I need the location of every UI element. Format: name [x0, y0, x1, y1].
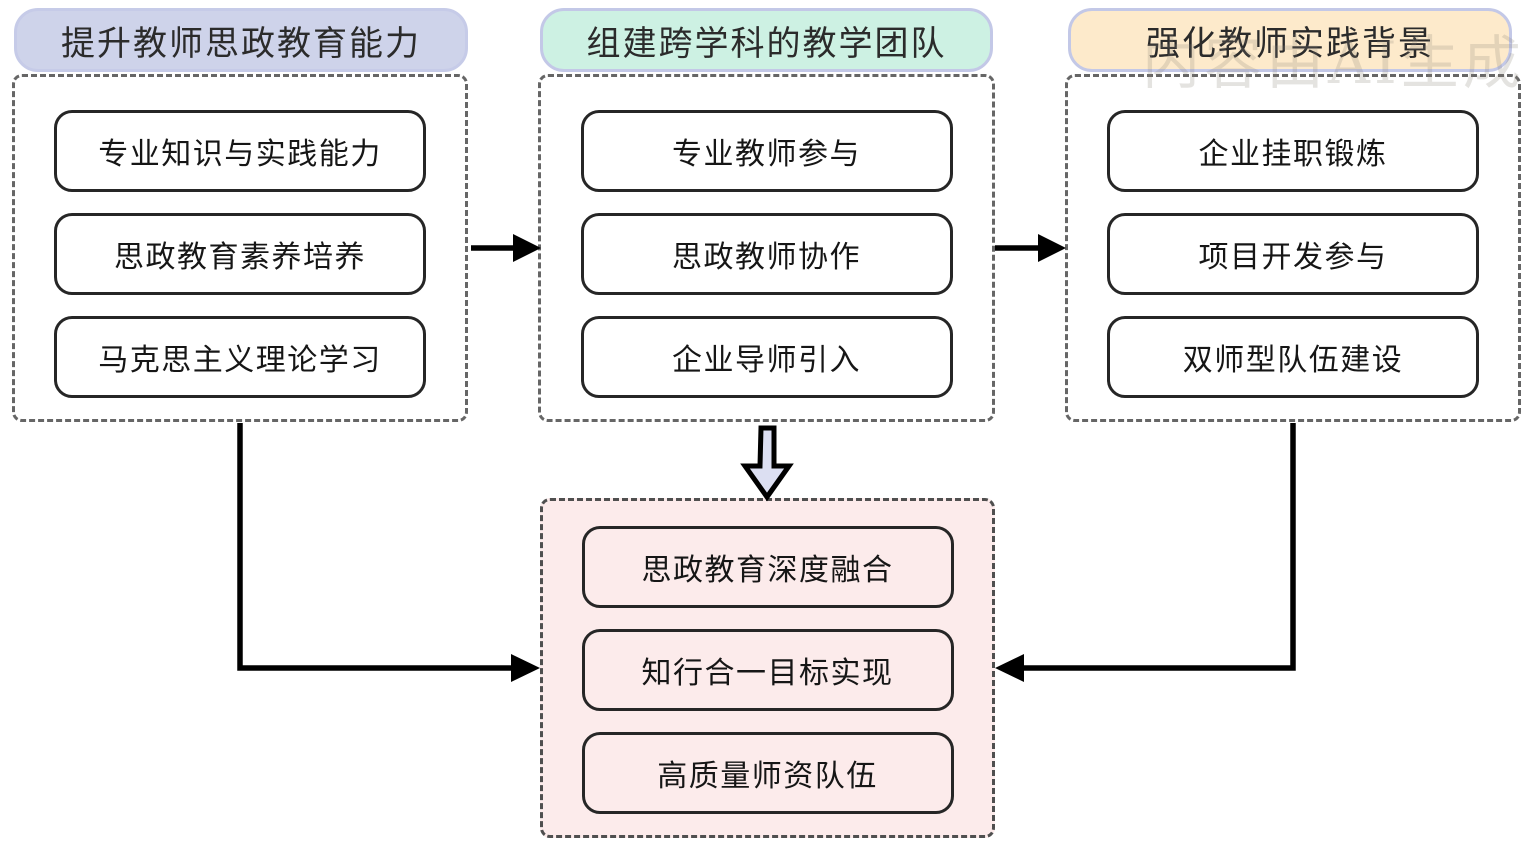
node-project-development-participation: 项目开发参与: [1107, 213, 1479, 295]
node-label: 思政教育素养培养: [114, 240, 366, 275]
group-high-quality-faculty-outcome: 思政教育深度融合 知行合一目标实现 高质量师资队伍: [540, 498, 995, 838]
header-strengthen-practical-background: 强化教师实践背景: [1068, 8, 1512, 72]
node-deep-integration-ideological-education: 思政教育深度融合: [581, 526, 954, 608]
node-label: 思政教育深度融合: [641, 553, 894, 588]
node-label: 企业导师引入: [672, 343, 861, 378]
node-ideological-literacy-cultivation: 思政教育素养培养: [54, 213, 426, 295]
header-label: 提升教师思政教育能力: [61, 23, 421, 64]
arrow-left-elbow-to-result: [237, 423, 540, 682]
header-label: 强化教师实践背景: [1146, 23, 1434, 64]
node-high-quality-faculty: 高质量师资队伍: [581, 732, 954, 814]
arrow-middle-to-result-hollow: [740, 425, 794, 502]
node-label: 项目开发参与: [1198, 240, 1388, 275]
node-marxist-theory-study: 马克思主义理论学习: [54, 316, 426, 398]
node-label: 专业教师参与: [672, 137, 861, 172]
node-label: 高质量师资队伍: [657, 759, 878, 794]
arrow-right-elbow-to-result: [995, 423, 1296, 682]
node-unity-knowledge-action-goal: 知行合一目标实现: [581, 629, 954, 711]
node-professional-teacher-participation: 专业教师参与: [580, 110, 953, 192]
node-enterprise-temporary-post: 企业挂职锻炼: [1107, 110, 1479, 192]
group-strengthen-practical-background: 企业挂职锻炼 项目开发参与 双师型队伍建设: [1065, 74, 1521, 422]
header-build-interdisciplinary-team: 组建跨学科的教学团队: [540, 8, 993, 72]
group-build-interdisciplinary-team: 专业教师参与 思政教师协作 企业导师引入: [538, 74, 995, 422]
node-label: 知行合一目标实现: [641, 656, 894, 691]
node-label: 马克思主义理论学习: [98, 343, 382, 378]
header-label: 组建跨学科的教学团队: [586, 23, 947, 64]
node-enterprise-mentor-introduction: 企业导师引入: [580, 316, 953, 398]
arrow-left-to-middle: [471, 234, 541, 262]
node-ideological-teacher-collaboration: 思政教师协作: [580, 213, 953, 295]
node-professional-knowledge-practice: 专业知识与实践能力: [54, 110, 426, 192]
node-dual-qualified-team-building: 双师型队伍建设: [1107, 316, 1479, 398]
arrow-middle-to-right: [995, 234, 1066, 262]
group-improve-ideological-teaching-ability: 专业知识与实践能力 思政教育素养培养 马克思主义理论学习: [12, 74, 468, 422]
node-label: 专业知识与实践能力: [98, 137, 382, 172]
node-label: 双师型队伍建设: [1182, 343, 1404, 378]
header-improve-ideological-teaching-ability: 提升教师思政教育能力: [14, 8, 468, 72]
node-label: 企业挂职锻炼: [1198, 137, 1388, 172]
node-label: 思政教师协作: [672, 240, 861, 275]
